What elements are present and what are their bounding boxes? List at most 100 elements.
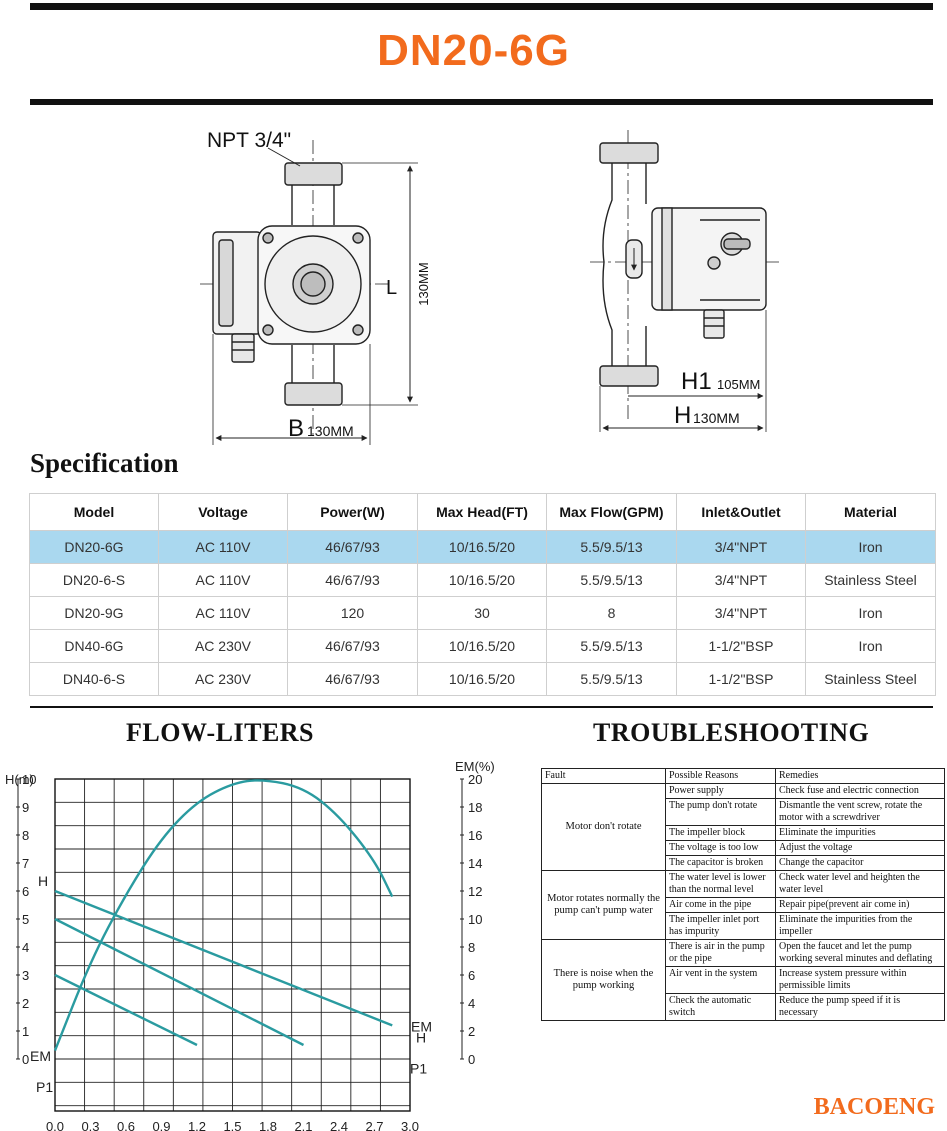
ts-reason-cell: The capacitor is broken bbox=[665, 855, 776, 871]
head-curve bbox=[54, 973, 198, 1047]
efficiency-curve bbox=[53, 779, 394, 1052]
ts-fault-cell: Motor don't rotate bbox=[541, 783, 666, 871]
spec-cell: 3/4"NPT bbox=[676, 530, 806, 564]
ts-remedy-cell: Open the faucet and let the pump working… bbox=[775, 939, 945, 967]
spec-cell: 120 bbox=[287, 596, 418, 630]
spec-heading: Specification bbox=[30, 448, 179, 478]
spec-cell: DN40-6-S bbox=[29, 662, 159, 696]
y2-tick-label: 6 bbox=[468, 968, 475, 983]
length-value: 130MM bbox=[416, 262, 431, 305]
spec-table: Model Voltage Power(W) Max Head(FT) Max … bbox=[29, 493, 936, 696]
spec-cell: AC 110V bbox=[158, 596, 288, 630]
ts-remedy-cell: Reduce the pump speed if it is necessary bbox=[775, 993, 945, 1021]
spec-cell: AC 110V bbox=[158, 530, 288, 564]
ts-reason-cell: The impeller inlet port has impurity bbox=[665, 912, 776, 940]
spec-cell: 3/4"NPT bbox=[676, 596, 806, 630]
ts-remedy-cell: Increase system pressure within permissi… bbox=[775, 966, 945, 994]
ts-remedy-cell: Check fuse and electric connection bbox=[775, 783, 945, 799]
ts-remedy-cell: Change the capacitor bbox=[775, 855, 945, 871]
x-tick-label: 3.0 bbox=[401, 1119, 419, 1131]
y2-tick-label: 12 bbox=[468, 884, 482, 899]
brand-logo: BACOENG bbox=[813, 1094, 935, 1120]
spec-cell: 10/16.5/20 bbox=[417, 563, 547, 597]
ts-reason-cell: Check the automatic switch bbox=[665, 993, 776, 1021]
spec-cell: Iron bbox=[805, 629, 936, 663]
length-letter: L bbox=[386, 277, 397, 299]
left-h-label: H bbox=[38, 873, 48, 889]
x-tick-label: 0.3 bbox=[81, 1119, 99, 1131]
x-tick-label: 1.5 bbox=[223, 1119, 241, 1131]
ts-row: Motor rotates normally the pump can't pu… bbox=[541, 870, 945, 940]
spec-cell: 1-1/2"BSP bbox=[676, 629, 806, 663]
spec-cell: DN20-6G bbox=[29, 530, 159, 564]
spec-cell: Iron bbox=[805, 596, 936, 630]
spec-cell: 46/67/93 bbox=[287, 662, 418, 696]
title-underline bbox=[30, 99, 933, 105]
ts-header-fault: Fault bbox=[541, 768, 666, 784]
y-tick-label: 5 bbox=[22, 912, 29, 927]
col-inlet-outlet: Inlet&Outlet bbox=[676, 493, 806, 531]
spec-cell: 46/67/93 bbox=[287, 530, 418, 564]
head-curve bbox=[54, 889, 393, 1027]
y-tick-label: 3 bbox=[22, 968, 29, 983]
section-divider bbox=[30, 706, 933, 708]
spec-cell: AC 230V bbox=[158, 662, 288, 696]
spec-cell: 5.5/9.5/13 bbox=[546, 662, 677, 696]
right-h-label: H bbox=[416, 1030, 426, 1046]
y-tick-label: 0 bbox=[22, 1052, 29, 1067]
y2-tick-label: 18 bbox=[468, 800, 482, 815]
y-tick-label: 9 bbox=[22, 800, 29, 815]
col-max-flow: Max Flow(GPM) bbox=[546, 493, 677, 531]
spec-cell: 10/16.5/20 bbox=[417, 530, 547, 564]
ts-fault-cell: There is noise when the pump working bbox=[541, 939, 666, 1021]
spec-cell: 10/16.5/20 bbox=[417, 629, 547, 663]
spec-cell: AC 230V bbox=[158, 629, 288, 663]
x-tick-label: 0.6 bbox=[117, 1119, 135, 1131]
y2-tick-label: 0 bbox=[468, 1052, 475, 1067]
ts-remedy-cell: Repair pipe(prevent air come in) bbox=[775, 897, 945, 913]
y2-axis-label: EM(%) bbox=[455, 759, 495, 774]
spec-cell: 1-1/2"BSP bbox=[676, 662, 806, 696]
spec-cell: DN40-6G bbox=[29, 629, 159, 663]
ts-reason-cell: Air vent in the system bbox=[665, 966, 776, 994]
width-letter: B bbox=[288, 415, 304, 442]
right-p1-label: P1 bbox=[410, 1060, 427, 1076]
x-tick-label: 1.8 bbox=[259, 1119, 277, 1131]
col-power: Power(W) bbox=[287, 493, 418, 531]
spec-cell: Stainless Steel bbox=[805, 662, 936, 696]
y2-tick-label: 10 bbox=[468, 912, 482, 927]
left-em-label: EM bbox=[30, 1048, 51, 1064]
flow-chart: 012345678910H(m)02468101214161820EM(%)0.… bbox=[5, 759, 495, 1131]
head-curve bbox=[54, 917, 305, 1047]
ts-remedy-cell: Adjust the voltage bbox=[775, 840, 945, 856]
y-axis-label: H(m) bbox=[5, 772, 34, 787]
ts-reason-cell: The voltage is too low bbox=[665, 840, 776, 856]
top-rule bbox=[30, 3, 933, 10]
col-material: Material bbox=[805, 493, 936, 531]
ts-remedy-cell: Check water level and heighten the water… bbox=[775, 870, 945, 898]
y-tick-label: 8 bbox=[22, 828, 29, 843]
width-value: 130MM bbox=[307, 423, 354, 439]
y2-tick-label: 20 bbox=[468, 772, 482, 787]
ts-reason-cell: There is air in the pump or the pipe bbox=[665, 939, 776, 967]
col-voltage: Voltage bbox=[158, 493, 288, 531]
x-tick-label: 0.0 bbox=[46, 1119, 64, 1131]
ts-reason-cell: The water level is lower than the normal… bbox=[665, 870, 776, 898]
spec-cell: 8 bbox=[546, 596, 677, 630]
ts-header-remedies: Remedies bbox=[775, 768, 945, 784]
y-tick-label: 2 bbox=[22, 996, 29, 1011]
col-model: Model bbox=[29, 493, 159, 531]
ts-reason-cell: Power supply bbox=[665, 783, 776, 799]
spec-cell: 10/16.5/20 bbox=[417, 662, 547, 696]
ts-remedy-cell: Eliminate the impurities bbox=[775, 825, 945, 841]
spec-cell: DN20-9G bbox=[29, 596, 159, 630]
